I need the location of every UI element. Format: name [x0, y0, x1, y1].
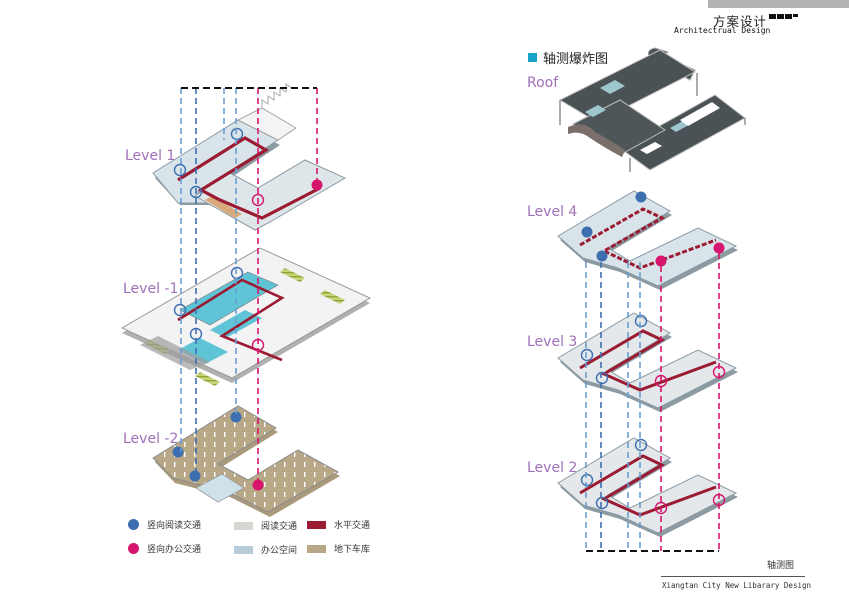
footer-caption: 轴测图 — [767, 561, 795, 571]
vertical-reading-node — [173, 303, 187, 317]
vertical-reading-node — [230, 411, 242, 423]
level-2-plate — [557, 437, 738, 537]
left-circulation-lines — [180, 87, 318, 485]
legend-item: 竖向阅读交通 — [128, 518, 201, 531]
level-minus-2-plate — [152, 405, 340, 517]
right-circulation-lines — [585, 253, 720, 552]
legend-label: 阅读交通 — [261, 522, 298, 532]
vertical-office-node — [713, 242, 725, 254]
vertical-office-node — [311, 179, 323, 191]
vertical-reading-node — [635, 191, 647, 203]
vertical-reading-node — [580, 348, 594, 362]
legend-item: 办公空间 — [234, 543, 297, 556]
vertical-reading-node — [581, 226, 593, 238]
legend-label: 竖向办公交通 — [147, 545, 202, 555]
legend-item: 阅读交通 — [234, 519, 297, 532]
level-label: Level -1 — [123, 281, 179, 297]
vertical-office-node — [251, 193, 265, 207]
level-3-plate — [557, 312, 738, 412]
legend-item: 竖向办公交通 — [128, 542, 201, 555]
legend-label: 地下车库 — [334, 545, 371, 555]
vertical-office-node — [654, 501, 668, 515]
section-title-text: 轴测爆炸图 — [543, 52, 609, 67]
level-label: Level 2 — [527, 460, 578, 476]
vertical-reading-node — [595, 496, 609, 510]
vertical-reading-dot-icon — [128, 519, 139, 530]
level-minus-1-plate — [120, 247, 372, 386]
legend-label: 办公空间 — [261, 546, 298, 556]
footer-project: Xiangtan City New Libarary Design — [662, 581, 812, 590]
legend-item: 水平交通 — [307, 518, 370, 531]
section-square-icon — [528, 53, 537, 62]
vertical-reading-node — [580, 473, 594, 487]
reading-swatch-icon — [234, 521, 253, 530]
legend-label: 水平交通 — [334, 521, 371, 531]
level-label: Level 4 — [527, 204, 578, 220]
vertical-reading-node — [595, 371, 609, 385]
roof-plate — [558, 47, 746, 172]
vertical-reading-node — [634, 314, 648, 328]
header-title-cn: 方案设计 — [713, 14, 768, 29]
level-label: Level 3 — [527, 334, 578, 350]
vertical-reading-node — [173, 163, 187, 177]
horizontal-swatch-icon — [307, 520, 326, 529]
vertical-reading-node — [634, 438, 648, 452]
header-title-en: Architectrual Design — [674, 26, 771, 35]
vertical-reading-node — [596, 250, 608, 262]
level-4-plate — [557, 190, 738, 290]
footer-divider — [661, 576, 805, 577]
header-bar — [708, 0, 849, 8]
level-label: Level 1 — [125, 148, 176, 164]
legend-label: 竖向阅读交通 — [147, 521, 202, 531]
level-label: Roof — [527, 75, 559, 91]
section-title: 轴测爆炸图 — [528, 48, 608, 67]
level-label: Level -2 — [123, 431, 179, 447]
legend-item: 地下车库 — [307, 542, 370, 555]
vertical-office-dot-icon — [128, 543, 139, 554]
vertical-reading-node — [172, 446, 184, 458]
vertical-office-node — [655, 255, 667, 267]
vertical-office-node — [252, 479, 264, 491]
header-blocks-icon — [769, 14, 798, 19]
vertical-reading-node — [189, 185, 203, 199]
garage-swatch-icon — [307, 544, 326, 553]
vertical-reading-node — [230, 127, 244, 141]
vertical-reading-node — [189, 470, 201, 482]
office-swatch-icon — [234, 545, 253, 554]
level-1-plate — [152, 83, 347, 231]
vertical-reading-node — [230, 266, 244, 280]
